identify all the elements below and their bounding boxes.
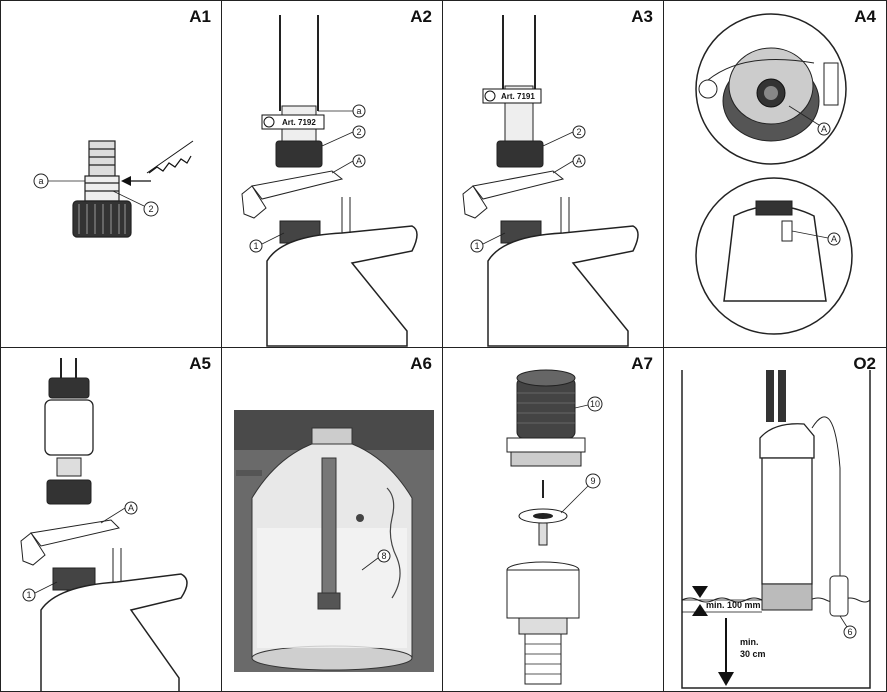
panel-label: A4 <box>854 7 876 26</box>
pump-hose-assembly-illustration: Art. 7192 a 2 A <box>241 15 418 347</box>
svg-text:2: 2 <box>356 127 361 137</box>
article-tag: Art. 7192 <box>261 114 325 130</box>
svg-text:9: 9 <box>590 476 595 486</box>
panel-a6: A6 8 <box>221 347 443 692</box>
callout-a: a <box>318 104 366 118</box>
callout-2: 2 <box>542 125 586 147</box>
callout-a: a <box>33 173 85 189</box>
filter-exploded-view-illustration: 10 9 <box>506 369 603 685</box>
svg-text:A: A <box>128 503 134 513</box>
callout-A: A <box>552 154 586 174</box>
callout-10: 10 <box>574 396 603 412</box>
svg-text:A: A <box>831 234 837 244</box>
svg-text:1: 1 <box>253 241 258 251</box>
callout-9: 9 <box>560 473 601 514</box>
callout-A: A <box>788 105 831 136</box>
svg-text:1: 1 <box>474 241 479 251</box>
panel-a3: A3 Art. 7191 2 <box>442 0 664 348</box>
min-depth-label-1: min. <box>740 637 759 647</box>
panel-label: A5 <box>189 354 211 373</box>
panel-a4: A4 A A <box>663 0 887 348</box>
callout-1: 1 <box>249 232 285 253</box>
panel-label: A1 <box>189 7 211 26</box>
callout-2: 2 <box>112 190 159 217</box>
saw-icon <box>148 155 192 174</box>
panel-a1: A1 a <box>0 0 222 348</box>
panel-a7: A7 10 <box>442 347 664 692</box>
svg-text:a: a <box>38 176 43 186</box>
svg-text:2: 2 <box>148 204 153 214</box>
panel-a5: A5 A 1 <box>0 347 222 692</box>
panel-label: A2 <box>410 7 432 26</box>
svg-text:10: 10 <box>590 399 600 409</box>
min-depth-label-2: 30 cm <box>740 649 766 659</box>
callout-6: 6 <box>839 615 857 639</box>
svg-text:2: 2 <box>576 127 581 137</box>
svg-text:Art. 7192: Art. 7192 <box>282 118 316 127</box>
callout-A: A <box>100 501 138 524</box>
callout-2: 2 <box>321 125 366 147</box>
panel-label: O2 <box>853 354 876 373</box>
svg-text:Art. 7191: Art. 7191 <box>501 92 535 101</box>
min-depth-marker: min. 30 cm <box>718 618 766 686</box>
article-tag: Art. 7191 <box>482 88 542 104</box>
callout-1: 1 <box>22 581 58 602</box>
minimum-water-level-illustration: 6 min. 100 mm min. 30 cm <box>681 370 871 689</box>
panel-label: A3 <box>631 7 653 26</box>
hose-connector-cut-illustration: a 2 <box>33 140 194 238</box>
panel-o2: O2 6 min. 100 mm <box>663 347 887 692</box>
pump-top-detail-illustration: A A <box>695 13 853 335</box>
panel-a2: A2 Art. 7192 a <box>221 0 443 348</box>
callout-1: 1 <box>470 232 506 253</box>
svg-text:a: a <box>356 106 361 116</box>
callout-A: A <box>791 230 841 246</box>
arrow-icon <box>121 176 131 186</box>
svg-text:A: A <box>576 156 582 166</box>
min-level-marker: min. 100 mm <box>682 586 762 616</box>
svg-text:6: 6 <box>847 627 852 637</box>
svg-text:1: 1 <box>26 590 31 600</box>
panel-label: A6 <box>410 354 432 373</box>
svg-text:8: 8 <box>381 551 386 561</box>
svg-text:A: A <box>356 156 362 166</box>
min-water-label: min. 100 mm <box>706 600 761 610</box>
svg-text:A: A <box>821 124 827 134</box>
quick-connector-assembly-illustration: A 1 <box>20 358 188 691</box>
pump-hose-assembly-illustration: Art. 7191 2 A 1 <box>462 15 639 347</box>
callout-A: A <box>331 154 366 174</box>
cistern-installation-illustration: 8 <box>234 410 434 672</box>
callout-8: 8 <box>361 549 391 571</box>
panel-label: A7 <box>631 354 653 373</box>
